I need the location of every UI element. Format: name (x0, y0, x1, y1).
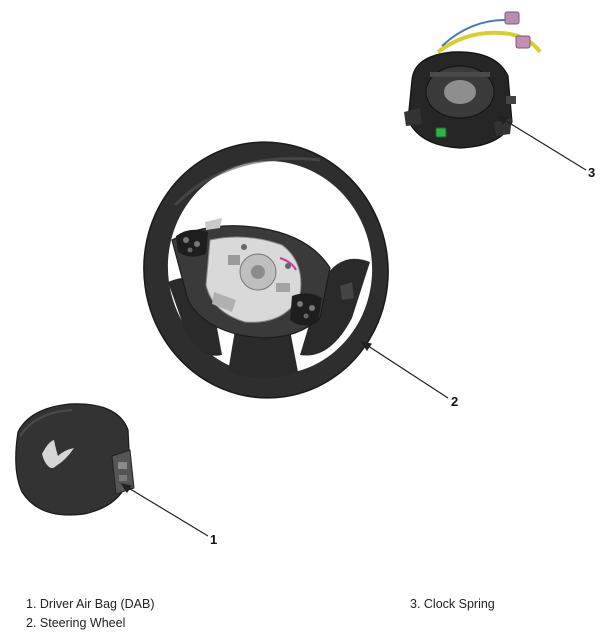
clock-spring-green-connector (435, 127, 447, 138)
steering-wheel-lower-spoke (228, 330, 298, 379)
exploded-parts-diagram (15, 11, 587, 537)
clock-spring-yellow-wire (436, 30, 542, 54)
legend-item-clock-spring: 3. Clock Spring (410, 597, 495, 611)
air-bag-cover (15, 403, 131, 516)
legend-item-driver-air-bag: 1. Driver Air Bag (DAB) (26, 597, 155, 611)
leader-line-2 (361, 341, 449, 399)
callout-number-1: 1 (210, 532, 218, 547)
callout-number-2: 2 (451, 394, 459, 409)
clock-spring-pink-connector-2 (515, 35, 531, 49)
clock-spring (404, 11, 542, 149)
right-switch-cluster (290, 293, 322, 326)
steering-wheel-right-spoke (300, 258, 370, 356)
steering-wheel (143, 141, 389, 399)
legend-item-steering-wheel: 2. Steering Wheel (26, 616, 126, 630)
clock-spring-pink-connector (504, 11, 520, 25)
leader-line-3 (497, 115, 587, 171)
left-switch-cluster (176, 229, 208, 257)
driver-air-bag (15, 403, 135, 516)
leader-lines (120, 115, 587, 537)
air-bag-connector-bracket (111, 449, 135, 495)
leader-line-1 (121, 483, 209, 537)
winged-emblem-icon (42, 440, 74, 468)
callout-number-3: 3 (588, 165, 596, 180)
